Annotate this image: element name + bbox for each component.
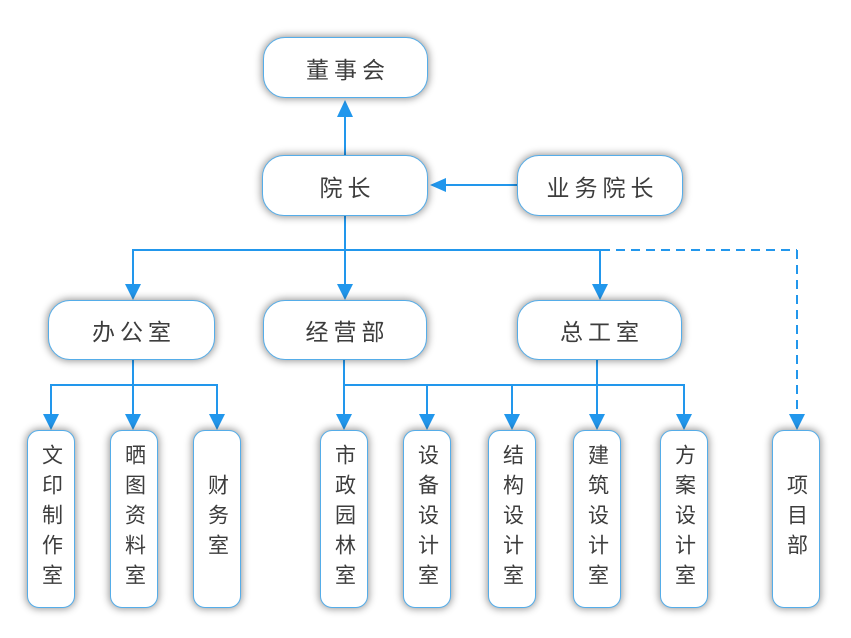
node-structural-design-room: 结构设计室 <box>488 430 536 608</box>
node-chief-engineer-office: 总工室 <box>517 300 682 360</box>
node-office: 办公室 <box>48 300 215 360</box>
node-project-dept-label: 项目部 <box>784 474 808 564</box>
node-print-room-label: 文印制作室 <box>39 444 63 594</box>
node-dean-label: 院长 <box>319 174 376 201</box>
arrowheads <box>43 100 805 430</box>
node-architectural-design-room-label: 建筑设计室 <box>585 444 609 594</box>
node-board-label: 董事会 <box>306 56 390 83</box>
node-equipment-design-room: 设备设计室 <box>403 430 451 608</box>
node-equipment-design-room-label: 设备设计室 <box>415 444 439 594</box>
node-architectural-design-room: 建筑设计室 <box>573 430 621 608</box>
node-project-dept: 项目部 <box>772 430 820 608</box>
node-print-room: 文印制作室 <box>27 430 75 608</box>
node-business-dean-label: 业务院长 <box>546 174 659 201</box>
node-blueprint-archive-room-label: 晒图资料室 <box>122 444 146 594</box>
node-dean: 院长 <box>262 155 428 216</box>
node-structural-design-room-label: 结构设计室 <box>500 444 524 594</box>
node-business-dean: 业务院长 <box>517 155 683 216</box>
node-chief-engineer-office-label: 总工室 <box>560 319 644 345</box>
node-scheme-design-room-label: 方案设计室 <box>672 444 696 594</box>
node-office-label: 办公室 <box>92 319 176 345</box>
node-scheme-design-room: 方案设计室 <box>660 430 708 608</box>
node-operations-dept: 经营部 <box>263 300 427 360</box>
node-operations-dept-label: 经营部 <box>305 319 390 345</box>
node-municipal-landscape-room: 市政园林室 <box>320 430 368 608</box>
node-blueprint-archive-room: 晒图资料室 <box>110 430 158 608</box>
node-municipal-landscape-room-label: 市政园林室 <box>332 444 356 594</box>
node-finance-room-label: 财务室 <box>205 474 229 564</box>
node-board: 董事会 <box>263 37 428 98</box>
node-finance-room: 财务室 <box>193 430 241 608</box>
